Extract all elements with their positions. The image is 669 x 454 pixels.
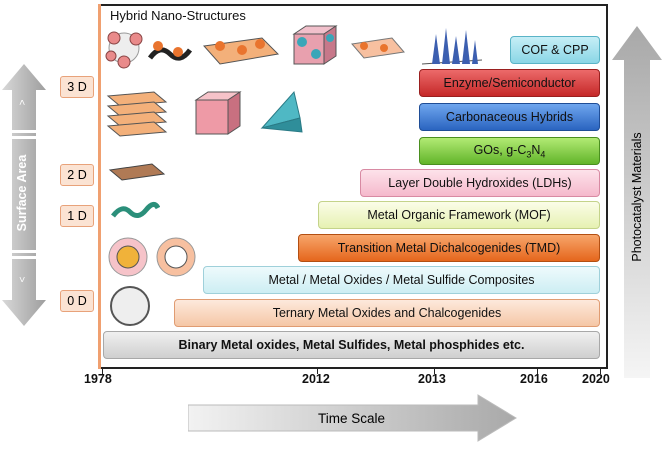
nanoparticle-cluster-icon [105,31,143,69]
arrow-mark-top: > [17,99,29,106]
bar-metal-composites: Metal / Metal Oxides / Metal Sulfide Com… [203,266,600,294]
year-2013: 2013 [418,372,446,386]
0d-sphere-icon [110,286,150,326]
nanospike-array-icon [421,28,482,65]
photocatalyst-label: Photocatalyst Materials [630,132,644,262]
bar-tmd-label: Transition Metal Dichalcogenides (TMD) [337,241,561,255]
nanosheet-hybrid-icon [203,37,280,65]
frame-left-accent [98,4,101,369]
year-2020: 2020 [582,372,610,386]
bar-gos-label-n: N [531,142,541,157]
bar-gos-sub-4: 4 [540,149,546,160]
1d-wire-icon [111,202,160,218]
dimension-0d-label: 0 D [60,290,94,312]
prism-icon [260,90,303,133]
stacked-layers-icon [106,91,168,137]
year-2012: 2012 [302,372,330,386]
bar-ldh-label: Layer Double Hydroxides (LDHs) [388,176,572,190]
bar-ternary-label: Ternary Metal Oxides and Chalcogenides [272,306,502,320]
bar-ternary: Ternary Metal Oxides and Chalcogenides [174,299,600,327]
bar-binary: Binary Metal oxides, Metal Sulfides, Met… [103,331,600,359]
bar-mof: Metal Organic Framework (MOF) [318,201,600,229]
layered-flake-icon [351,37,405,59]
tick-mark-2013 [434,368,435,374]
bar-cof-cpp-label: COF & CPP [521,43,589,57]
2d-sheet-icon [108,163,166,181]
bar-gos-label: GOs, g-C3N4 [474,143,546,160]
surface-area-label: Surface Area [15,154,29,232]
bar-carbonaceous-label: Carbonaceous Hybrids [445,110,574,124]
tick-mark-2020 [600,368,601,374]
core-shell-particles-icon [108,237,196,277]
tick-mark-2016 [537,368,538,374]
bar-enzyme-semiconductor: Enzyme/Semiconductor [419,69,600,97]
year-1978: 1978 [84,372,112,386]
time-scale-label: Time Scale [318,411,386,426]
bar-gos-gcn: GOs, g-C3N4 [419,137,600,165]
time-scale-arrow [188,394,517,442]
hybrid-title: Hybrid Nano-Structures [110,8,246,23]
bar-carbonaceous-hybrids: Carbonaceous Hybrids [419,103,600,131]
hybrid-structures-illustration [105,25,482,69]
bar-enzyme-label: Enzyme/Semiconductor [443,76,576,90]
bar-gos-sub-3: 3 [526,149,532,160]
3d-structures-illustration [106,90,303,137]
bar-binary-label: Binary Metal oxides, Metal Sulfides, Met… [178,338,525,352]
arrow-mark-bottom: < [17,276,29,283]
tick-mark-2012 [317,368,318,374]
year-2016: 2016 [520,372,548,386]
bar-cof-cpp: COF & CPP [510,36,600,64]
bar-metal-composites-label: Metal / Metal Oxides / Metal Sulfide Com… [268,273,535,287]
cube-icon [194,91,242,135]
tick-mark-1978 [102,368,103,374]
nanowire-hybrid-icon [147,41,193,61]
dimension-1d-label: 1 D [60,205,94,227]
dimension-2d-label: 2 D [60,164,94,186]
bar-ldh: Layer Double Hydroxides (LDHs) [360,169,600,197]
bar-mof-label: Metal Organic Framework (MOF) [367,208,551,222]
surface-area-arrow [2,64,46,326]
bar-tmd: Transition Metal Dichalcogenides (TMD) [298,234,600,262]
bar-gos-label-main: GOs, g-C [473,142,527,157]
photocatalyst-arrow [612,26,662,378]
dimension-3d-label: 3 D [60,76,94,98]
cube-hybrid-icon [292,25,338,65]
